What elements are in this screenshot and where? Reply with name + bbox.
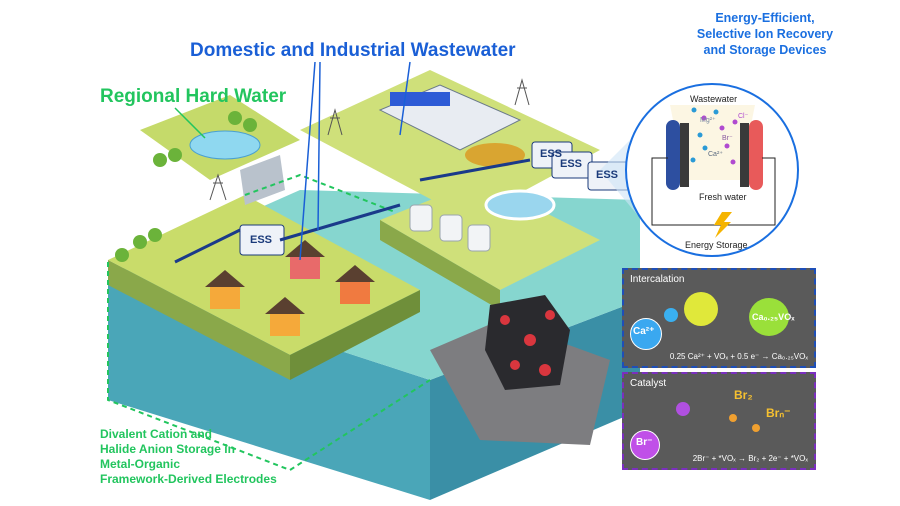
br2-label: Br₂: [734, 388, 753, 402]
label-domestic-industrial-wastewater: Domestic and Industrial Wastewater: [190, 40, 516, 61]
cathode: [666, 120, 680, 190]
description-line: Metal-Organic: [100, 457, 181, 471]
br-cluster: [729, 414, 737, 422]
residential-land: [108, 195, 420, 355]
description-line: Divalent Cation and: [100, 427, 213, 441]
power-pylons: [209, 78, 530, 201]
ion-br: Br⁻: [722, 135, 733, 142]
label-device-title: Energy-Efficient, Selective Ion Recovery…: [660, 10, 870, 58]
ca-ion: [630, 318, 662, 350]
particle: [676, 402, 690, 416]
device-wastewater-label: Wastewater: [690, 94, 738, 104]
device-title-line: and Storage Devices: [703, 43, 827, 57]
dam: [240, 155, 285, 205]
label-electrode-description: Divalent Cation and Halide Anion Storage…: [100, 427, 277, 487]
particle: [684, 292, 718, 326]
intercalation-title: Intercalation: [630, 274, 685, 285]
device-energy-storage-label: Energy Storage: [685, 240, 748, 250]
br-cluster: [752, 424, 760, 432]
intercalation-equation: 0.25 Ca²⁺ + VOₓ + 0.5 e⁻ → Ca₀.₂₅VOₓ: [669, 352, 808, 361]
brn-label: Brₙ⁻: [766, 406, 791, 420]
ion-ca: Ca²⁺: [708, 151, 723, 158]
device-freshwater-label: Fresh water: [699, 192, 747, 202]
ion-mg: Mg²⁺: [700, 117, 716, 124]
br-ion: [630, 430, 660, 460]
ess-label: ESS: [250, 234, 273, 246]
lightning-icon: [714, 212, 732, 238]
device-title-line: Selective Ion Recovery: [696, 27, 834, 41]
clarifier-tank: [465, 143, 525, 167]
ca-ion-label: Ca²⁺: [633, 326, 655, 337]
catalyst-title: Catalyst: [630, 378, 667, 389]
trees: [115, 111, 257, 262]
ess-label: ESS: [540, 148, 563, 160]
catalyst-equation: 2Br⁻ + *VOₓ → Br₂ + 2e⁻ + *VOₓ: [692, 454, 808, 463]
br-ion-label: Br⁻: [636, 437, 653, 448]
anode: [749, 120, 763, 190]
device-title-line: Energy-Efficient,: [715, 11, 815, 25]
product-label: Ca₀.₂₅VOₓ: [752, 312, 795, 322]
platform-left-side: [108, 275, 430, 500]
description-line: Framework-Derived Electrodes: [100, 472, 277, 486]
catalyst-panel: Catalyst Br₂ Brₙ⁻ Br⁻ 2Br⁻ + *VOₓ → Br₂ …: [622, 372, 816, 470]
product-particle: [749, 298, 789, 336]
ion-cl: Cl⁻: [738, 113, 749, 120]
particle: [664, 308, 678, 322]
intercalation-panel: Intercalation Ca₀.₂₅VOₓ Ca²⁺ 0.25 Ca²⁺ +…: [622, 268, 816, 368]
settling-tank: [484, 189, 556, 221]
label-regional-hard-water: Regional Hard Water: [100, 86, 287, 107]
ess-label: ESS: [596, 169, 619, 181]
reservoir: [189, 130, 261, 160]
houses: [205, 240, 375, 336]
ess-label: ESS: [560, 158, 583, 170]
description-line: Halide Anion Storage in: [100, 442, 235, 456]
